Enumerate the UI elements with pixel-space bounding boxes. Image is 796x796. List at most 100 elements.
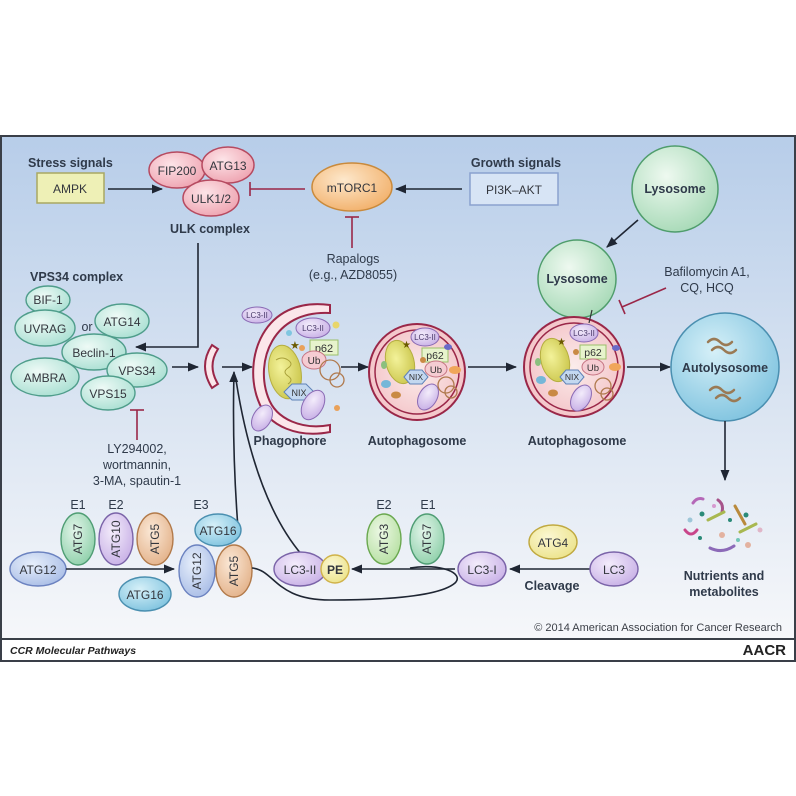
ub-label: Ub bbox=[587, 363, 599, 374]
nix-label: NIX bbox=[409, 372, 424, 382]
degraded-cargo-icon bbox=[708, 385, 742, 403]
aacr-logo: AACR bbox=[743, 642, 786, 659]
ub-label: Ub bbox=[430, 365, 442, 376]
rapalogs-label: Rapalogs bbox=[327, 252, 380, 266]
vps34-inhibitor-1: LY294002, bbox=[107, 442, 167, 456]
nutrients-label-1: Nutrients and bbox=[684, 569, 765, 583]
nutrients-icon bbox=[683, 497, 763, 553]
atg13-label: ATG13 bbox=[209, 159, 246, 173]
atg14-node bbox=[94, 303, 150, 339]
footer-journal-label: CCR Molecular Pathways bbox=[10, 645, 136, 657]
damage-star-icon: ★ bbox=[290, 340, 300, 352]
degraded-cargo-icon bbox=[706, 337, 738, 355]
pe-node bbox=[320, 554, 350, 584]
arrow-lysosome-to-fusion bbox=[606, 219, 639, 248]
atg7-node-e1 bbox=[60, 512, 96, 566]
autolysosome bbox=[670, 312, 780, 422]
autophagosome-2: ★ LC3-II p62 Ub NIX bbox=[523, 309, 625, 418]
atg7-label: ATG7 bbox=[71, 523, 85, 554]
lysosome-top bbox=[631, 145, 719, 233]
mitochondrion-cristae bbox=[275, 357, 292, 385]
ampk-label: AMPK bbox=[53, 182, 87, 196]
pi3k-akt-label: PI3K–AKT bbox=[486, 183, 543, 197]
lc3i-node bbox=[457, 551, 507, 587]
atg16-label: ATG16 bbox=[126, 588, 163, 602]
beclin1-label: Beclin-1 bbox=[72, 346, 116, 360]
ulk-complex-label: ULK complex bbox=[170, 222, 250, 236]
atg5-node-complex bbox=[215, 544, 253, 598]
e1-label-atg7: E1 bbox=[70, 498, 85, 512]
atg5-label: ATG5 bbox=[148, 523, 162, 554]
atg4-node bbox=[528, 524, 578, 560]
or-label: or bbox=[81, 320, 92, 334]
stress-signals-label: Stress signals bbox=[28, 156, 113, 170]
nutrients-label-2: metabolites bbox=[689, 585, 759, 599]
vps15-label: VPS15 bbox=[89, 387, 127, 401]
bif1-label: BIF-1 bbox=[33, 293, 63, 307]
lysosome-inhibitor-1: Bafilomycin A1, bbox=[664, 265, 749, 279]
ulk12-label: ULK1/2 bbox=[191, 192, 231, 206]
autolysosome-label: Autolysosome bbox=[682, 361, 768, 375]
atg10-node-e2 bbox=[98, 512, 134, 566]
fip200-label: FIP200 bbox=[158, 164, 197, 178]
beclin1-node bbox=[61, 333, 127, 371]
lc3-node bbox=[589, 551, 639, 587]
lc3ii-outer-label: LC3-II bbox=[246, 311, 268, 320]
arrow-lc3ii-to-phagophore bbox=[235, 379, 303, 556]
damage-star-icon: ★ bbox=[557, 337, 566, 348]
growth-signals-label: Growth signals bbox=[471, 156, 561, 170]
autophagosome-1: ★ LC3-II p62 Ub NIX bbox=[368, 323, 466, 421]
atg5-node-free bbox=[136, 512, 174, 566]
lc3ii-label: LC3-II bbox=[414, 333, 436, 342]
atg5-complex-label: ATG5 bbox=[227, 555, 241, 586]
lc3i-label: LC3-I bbox=[467, 563, 496, 577]
vps15-node bbox=[80, 375, 136, 411]
atg16-node-free bbox=[118, 576, 172, 612]
vps34-inhibitor-2: wortmannin, bbox=[102, 458, 171, 472]
atg16-complex-label: ATG16 bbox=[199, 524, 236, 538]
autophagosome-2-label: Autophagosome bbox=[528, 434, 627, 448]
mtorc1-label: mTORC1 bbox=[327, 181, 378, 195]
atg10-label: ATG10 bbox=[109, 520, 123, 557]
arrow-ulk-to-beclin bbox=[134, 243, 199, 352]
e1-label-atg7-lc3: E1 bbox=[420, 498, 435, 512]
lc3-label: LC3 bbox=[603, 563, 625, 577]
ub-label: Ub bbox=[308, 356, 321, 367]
p62-label: p62 bbox=[426, 350, 444, 362]
vps34-complex-label: VPS34 complex bbox=[30, 270, 123, 284]
lc3ii-label: LC3-II bbox=[573, 329, 595, 338]
atg3-label: ATG3 bbox=[377, 523, 391, 554]
damage-star-icon: ★ bbox=[402, 340, 411, 351]
atg3-node bbox=[366, 513, 402, 565]
atg12-node-complex bbox=[178, 544, 216, 598]
footer-bar bbox=[0, 638, 796, 662]
mtorc1-node bbox=[311, 162, 393, 212]
ambra-node bbox=[10, 357, 80, 397]
atg4-label: ATG4 bbox=[538, 536, 569, 550]
inhibit-bafilomycin bbox=[621, 287, 667, 308]
ambra-label: AMBRA bbox=[24, 371, 67, 385]
ulk12-node bbox=[182, 179, 240, 217]
pe-label: PE bbox=[327, 563, 343, 577]
rapalogs-example: (e.g., AZD8055) bbox=[309, 268, 397, 282]
lysosome-top-label: Lysosome bbox=[644, 182, 705, 196]
lc3ii-label: LC3-II bbox=[284, 563, 317, 577]
e3-label: E3 bbox=[193, 498, 208, 512]
lc3ii-inner-label: LC3-II bbox=[302, 324, 324, 333]
arrow-atg16-to-phagophore bbox=[229, 370, 239, 529]
nix-label: NIX bbox=[565, 372, 580, 382]
atg12-label: ATG12 bbox=[19, 563, 56, 577]
cleavage-label: Cleavage bbox=[525, 579, 580, 593]
uvrag-node bbox=[14, 309, 76, 347]
atg7-lc3-label: ATG7 bbox=[420, 523, 434, 554]
atg7-node-lc3 bbox=[409, 513, 445, 565]
pi3k-akt-box bbox=[469, 172, 559, 206]
p62-label: p62 bbox=[584, 347, 602, 359]
nix-label: NIX bbox=[291, 388, 306, 398]
atg12-atg5-lc3-lipidation-loop bbox=[251, 565, 458, 601]
isolation-membrane bbox=[204, 343, 220, 390]
atg14-label: ATG14 bbox=[103, 315, 140, 329]
e2-label-atg10: E2 bbox=[108, 498, 123, 512]
copyright: © 2014 American Association for Cancer R… bbox=[534, 622, 782, 634]
